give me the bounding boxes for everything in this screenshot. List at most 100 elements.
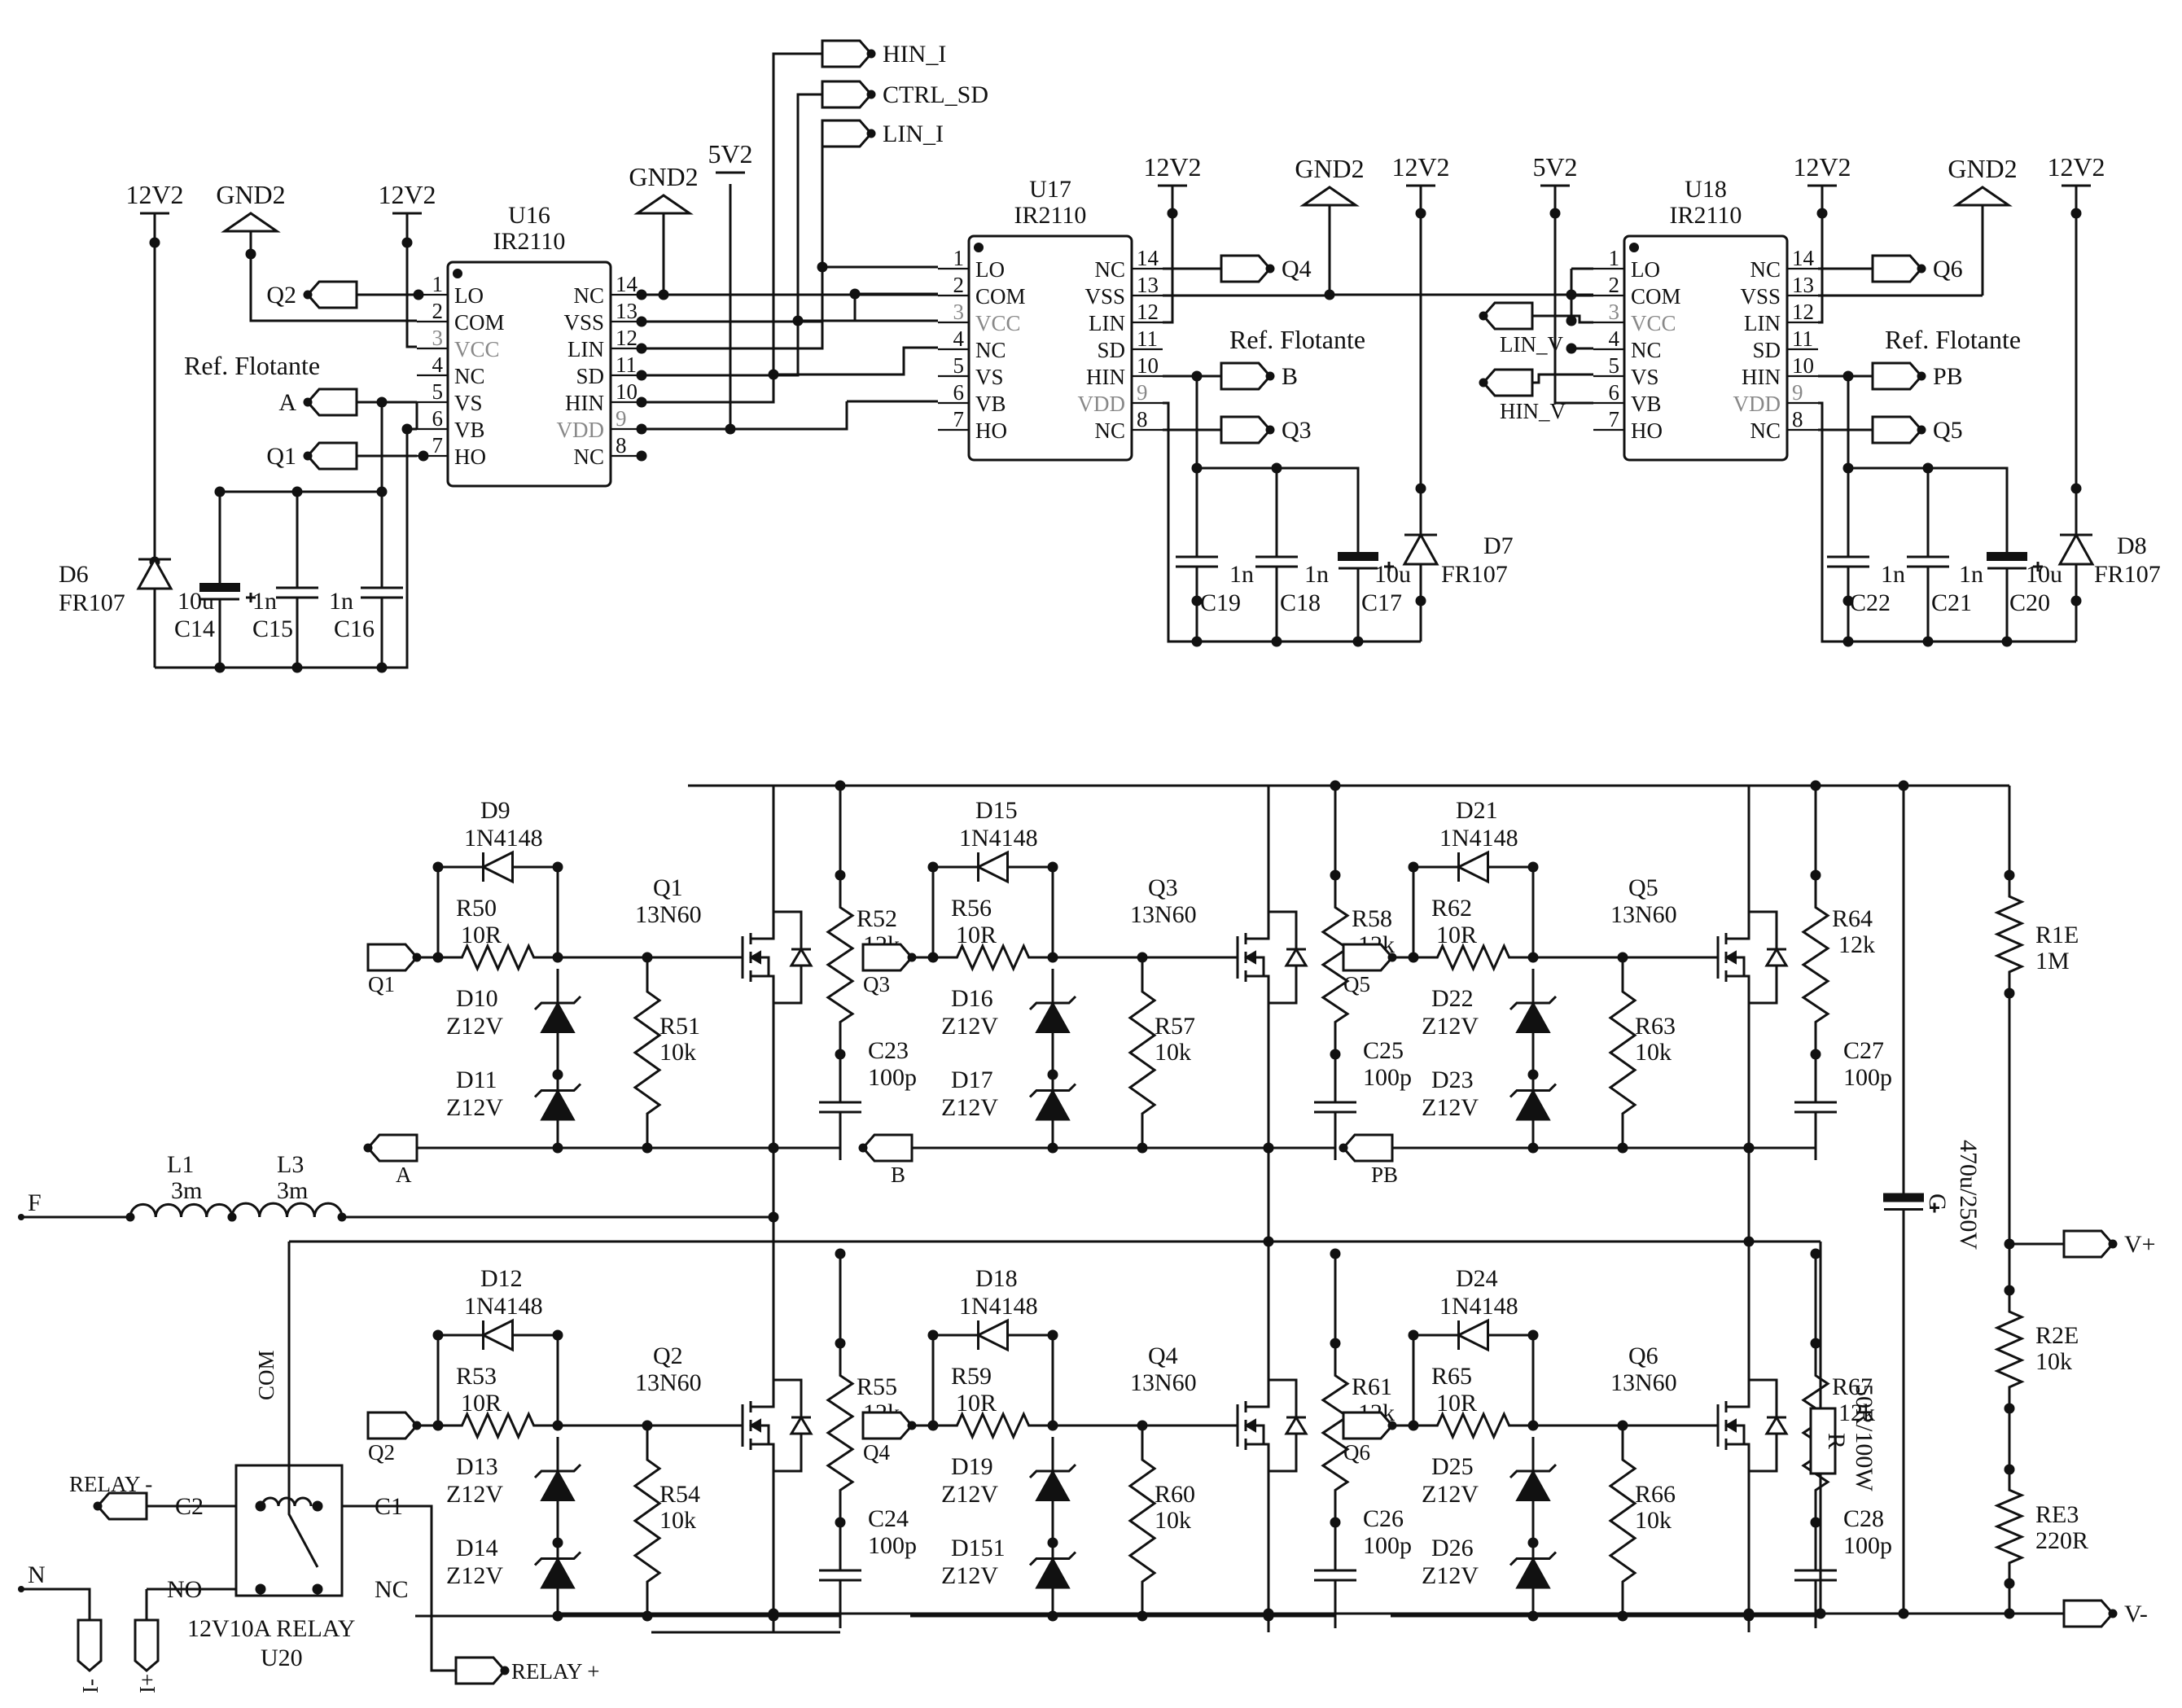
junction-dot (1617, 1610, 1628, 1622)
label: Q1 (653, 874, 683, 901)
junction-dot (1810, 1248, 1821, 1259)
flag-label: LIN_I (883, 120, 944, 147)
rail-label: 12V2 (1391, 152, 1449, 182)
power-symbol: 12V2 (378, 180, 436, 215)
label: R1E (2035, 922, 2079, 948)
flag-shape (1342, 1133, 1394, 1163)
mosfet (729, 1378, 813, 1473)
pin-number: 14 (1792, 246, 1815, 270)
bootstrap-cap (1987, 521, 2043, 602)
cap-plates (1314, 1569, 1356, 1582)
flag-shape (306, 388, 358, 417)
net-flag: Q2 (266, 280, 358, 309)
cap-plate-pos (1987, 552, 2027, 561)
gate (729, 936, 744, 979)
label: 100p (1363, 1532, 1412, 1559)
wire (1532, 314, 1593, 324)
label: 10k (1635, 1039, 1672, 1066)
label: C17 (1361, 589, 1402, 616)
junction-dot (2004, 1285, 2015, 1296)
label: 10k (1635, 1507, 1672, 1534)
resistor-body (438, 1411, 558, 1440)
wire (249, 231, 417, 322)
wire (21, 1588, 91, 1620)
diode-triangle (1456, 1318, 1489, 1352)
flag-pin-dot (1917, 425, 1926, 435)
resistor-body (1321, 1343, 1350, 1522)
label: Z12V (1422, 1013, 1479, 1040)
diode-triangle (1035, 1088, 1071, 1121)
label: L3 (277, 1151, 304, 1178)
inductor-coil (129, 1202, 234, 1218)
zener-diode (1509, 969, 1558, 1066)
label: 10k (659, 1507, 696, 1534)
net-flag: A (278, 388, 358, 417)
body-diode-triangle (789, 947, 813, 967)
pin-name: VS (975, 365, 1004, 389)
zener-diode (1028, 1535, 1077, 1612)
label: 10R (1436, 922, 1477, 948)
pin-name: NC (573, 283, 604, 308)
pin-name: COM (975, 284, 1026, 309)
flag-shape (1220, 254, 1272, 283)
ground-symbol: GND2 (216, 180, 286, 233)
label: Ref. Flotante (184, 351, 320, 380)
label: FR107 (59, 589, 125, 616)
resistor-body (1608, 957, 1637, 1148)
junction-dot (255, 1500, 266, 1512)
diode-triangle (480, 1318, 514, 1352)
label: FR107 (1441, 561, 1508, 588)
pin-name: NC (975, 338, 1006, 362)
junction-dot (552, 861, 563, 873)
label: D15 (975, 797, 1018, 824)
label: 12k (1838, 931, 1875, 958)
label: 10R (461, 922, 502, 948)
resistor-body (826, 875, 855, 1054)
label: 10R (956, 922, 997, 948)
flag-shape (454, 1656, 506, 1685)
ic-body (967, 234, 1133, 462)
junction-dot (2001, 636, 2013, 647)
pin-number: 8 (616, 433, 627, 458)
resistor-body (933, 943, 1053, 972)
label: D19 (951, 1453, 993, 1480)
pin-number: 9 (616, 406, 627, 431)
ic-ref: U17 (1029, 176, 1071, 203)
flag-pin-dot (303, 290, 313, 300)
label: C15 (252, 615, 293, 642)
wire (1553, 186, 1593, 405)
rail-label: 12V2 (2047, 152, 2105, 182)
label: R66 (1635, 1481, 1676, 1508)
resistor-body (933, 1411, 1053, 1440)
pin-name: NC (1750, 418, 1781, 443)
label: 13N60 (635, 1369, 702, 1396)
bulk-cap (1883, 1152, 1939, 1254)
pin-name: LO (975, 257, 1005, 282)
pin-name: LIN (1744, 311, 1781, 335)
cap-plates (361, 586, 403, 599)
diode-triangle (2057, 532, 2095, 566)
label: 1N4148 (464, 825, 543, 852)
label: 1N4148 (1439, 1293, 1518, 1320)
label: Z12V (1422, 1094, 1479, 1121)
flag-pin-dot (866, 49, 876, 59)
terminal-flag (134, 1618, 160, 1672)
junction-dot (413, 289, 424, 300)
pin-number: 4 (1609, 326, 1620, 351)
junction-dot (1047, 1142, 1058, 1154)
pin-name: VDD (1078, 392, 1126, 416)
junction-dot (255, 1583, 266, 1595)
label: 100p (1843, 1064, 1892, 1091)
junction-dot (1047, 861, 1058, 873)
body-arrow (1724, 950, 1737, 965)
junction-dot (835, 1517, 846, 1528)
pin-number: 10 (616, 379, 638, 404)
zener-diode (1028, 1437, 1077, 1535)
cap-plates (1794, 1101, 1837, 1114)
flag-shape (1220, 415, 1272, 445)
pin-name: VB (454, 418, 485, 442)
junction-dot (1167, 208, 1178, 219)
label: R56 (951, 895, 992, 922)
bootstrap-cap (199, 558, 256, 627)
gate (1704, 936, 1720, 979)
